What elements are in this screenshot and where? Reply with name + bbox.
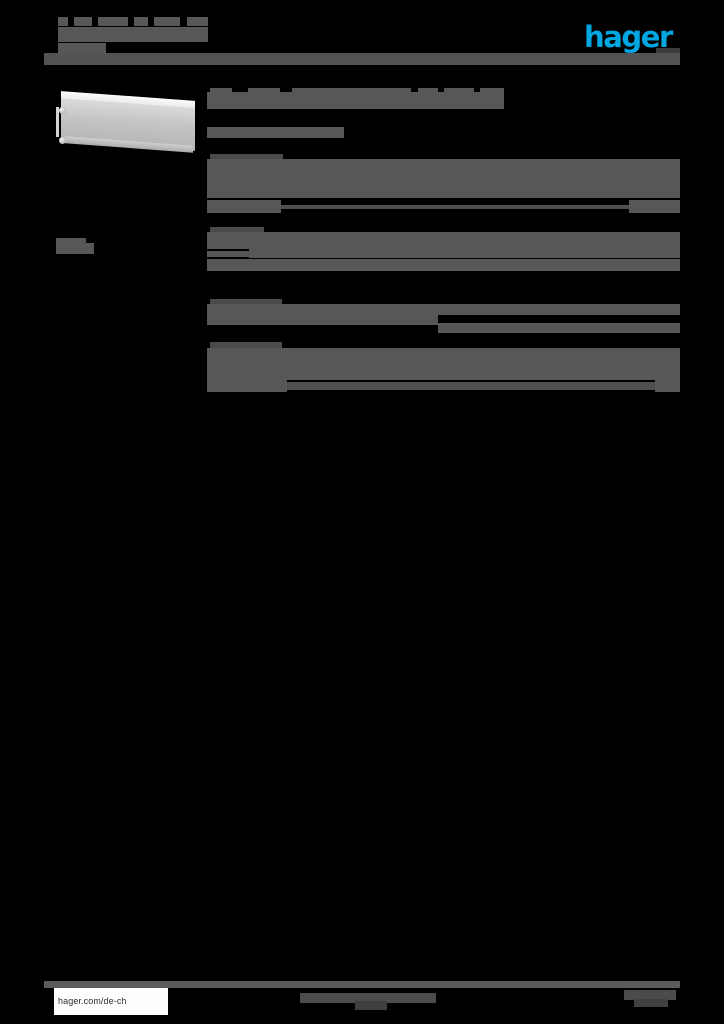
row-label-redaction: [207, 200, 281, 213]
data-section: [207, 154, 680, 215]
sidebar-label-cap: [56, 238, 86, 243]
title-ascender-redaction: [292, 88, 411, 95]
row-leader-line: [281, 205, 629, 209]
page-subtitle: [207, 127, 344, 138]
header-text-redaction: [58, 17, 68, 26]
footer-center-redaction: [300, 993, 436, 1003]
footer-center-redaction-2: [355, 1001, 387, 1010]
row-value-redaction: [629, 200, 680, 213]
sidebar-item-label: [56, 243, 94, 254]
page-title: [207, 92, 504, 109]
row-label-redaction: [207, 251, 249, 257]
row-label-redaction: [207, 315, 438, 325]
header-text-redaction: [154, 17, 180, 26]
row-label-redaction: [207, 243, 249, 249]
product-left-edge: [56, 107, 59, 137]
title-ascender-redaction: [480, 88, 504, 95]
page-header: hager: [0, 0, 724, 80]
header-text-redaction: [98, 17, 128, 26]
header-divider-rule: [44, 53, 680, 65]
header-text-redaction: [74, 17, 92, 26]
title-ascender-redaction: [444, 88, 474, 95]
section-body-redaction: [207, 159, 680, 198]
section-heading-redaction: [207, 304, 680, 315]
title-ascender-redaction: [418, 88, 438, 95]
product-screw-icon: [59, 137, 66, 144]
row-bullet-redaction: [207, 365, 217, 372]
data-section: [207, 299, 680, 334]
row-value-redaction: [638, 243, 680, 258]
section-body-redaction: [207, 348, 680, 380]
hager-logo: hager: [584, 20, 673, 54]
title-ascender-redaction: [210, 88, 232, 95]
row-value-redaction: [249, 243, 638, 258]
header-text-redaction: [134, 17, 148, 26]
section-heading-redaction: [207, 232, 680, 243]
product-image: [51, 86, 201, 158]
row-leader-line: [438, 323, 680, 333]
header-text-redaction: [187, 17, 208, 26]
row-value-redaction: [655, 380, 680, 392]
footer-url-link[interactable]: hager.com/de-ch: [58, 996, 127, 1006]
footer-divider-rule: [44, 981, 680, 988]
section-heading-cap: [210, 299, 282, 304]
data-section: [207, 227, 680, 271]
title-ascender-redaction: [248, 88, 280, 95]
footer-page-number-redaction: [624, 990, 676, 1000]
logo-shadow: [656, 48, 680, 54]
product-screw-icon: [59, 107, 66, 114]
section-heading-cap: [210, 154, 283, 159]
data-section: [207, 342, 680, 392]
row-label-redaction: [207, 380, 287, 392]
footer-url-box[interactable]: [54, 988, 168, 1015]
row-leader-line: [287, 382, 655, 390]
section-heading-cap: [210, 227, 264, 232]
section-body-redaction: [207, 259, 680, 271]
header-title-redaction: [58, 27, 208, 42]
header-subtitle-redaction: [58, 43, 106, 55]
footer-page-number-redaction-2: [634, 999, 668, 1007]
section-heading-cap: [210, 342, 282, 348]
